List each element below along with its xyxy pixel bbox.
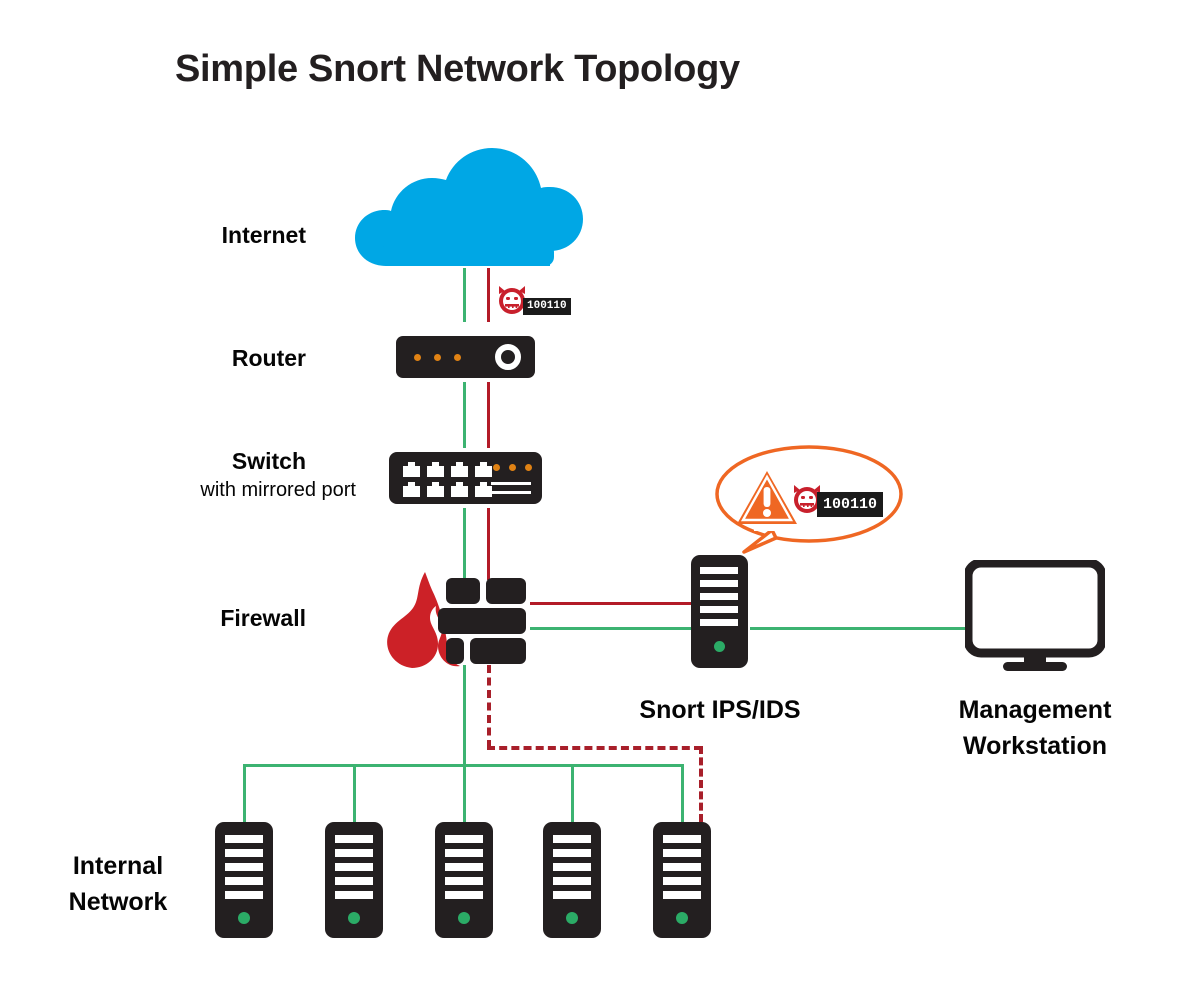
link-router-switch-green — [463, 382, 466, 448]
link-internet-router-red — [487, 268, 490, 322]
drop-internal-server-2 — [353, 764, 356, 822]
warning-triangle-icon — [737, 471, 797, 524]
link-switch-firewall-green — [463, 508, 466, 580]
internal-server-5 — [653, 822, 711, 938]
link-firewall-mirror-dashed-horizontal — [487, 746, 702, 750]
internal-server-4 — [543, 822, 601, 938]
link-firewall-snort-red — [530, 602, 693, 605]
label-internal-line2: Network — [68, 888, 168, 916]
label-firewall: Firewall — [220, 605, 306, 631]
devil-malware-icon — [499, 286, 525, 314]
monitor-icon — [965, 560, 1105, 671]
router-power-ring — [495, 344, 521, 370]
label-internal-line1: Internal — [72, 852, 164, 880]
label-switch: Switch — [231, 448, 306, 474]
internal-server-3 — [435, 822, 493, 938]
drop-internal-server-3 — [463, 764, 466, 822]
link-firewall-internal-green — [463, 665, 466, 765]
cloud-icon — [355, 148, 583, 266]
link-mirror-server5-dashed — [699, 746, 703, 822]
link-firewall-snort-green — [530, 627, 693, 630]
drop-internal-server-1 — [243, 764, 246, 822]
drop-internal-server-5 — [681, 764, 684, 822]
internet-malicious-traffic-badge: 100110 — [495, 282, 571, 316]
link-firewall-mirror-dashed-vertical — [487, 665, 491, 748]
label-internet: Internet — [221, 222, 306, 248]
devil-malware-icon — [794, 485, 820, 513]
snort-server-icon — [691, 555, 748, 668]
label-snort: Snort IPS/IDS — [639, 696, 801, 724]
link-switch-firewall-red — [487, 508, 490, 580]
label-switch-sublabel: with mirrored port — [200, 479, 356, 501]
binary-traffic-label: 100110 — [817, 492, 884, 517]
router-icon — [396, 336, 535, 378]
internal-server-2 — [325, 822, 383, 938]
page-title: Simple Snort Network Topology — [175, 48, 740, 90]
label-management-line2: Workstation — [963, 732, 1107, 760]
internal-server-1 — [215, 822, 273, 938]
drop-internal-server-4 — [571, 764, 574, 822]
switch-icon — [389, 452, 542, 504]
firewall-icon — [387, 572, 526, 668]
link-internet-router-green — [463, 268, 466, 322]
link-router-switch-red — [487, 382, 490, 448]
alert-content: 100110 — [736, 470, 884, 526]
binary-traffic-label: 100110 — [523, 298, 571, 315]
label-management-line1: Management — [958, 696, 1112, 724]
label-router: Router — [231, 345, 306, 371]
link-snort-management-green — [750, 627, 965, 630]
